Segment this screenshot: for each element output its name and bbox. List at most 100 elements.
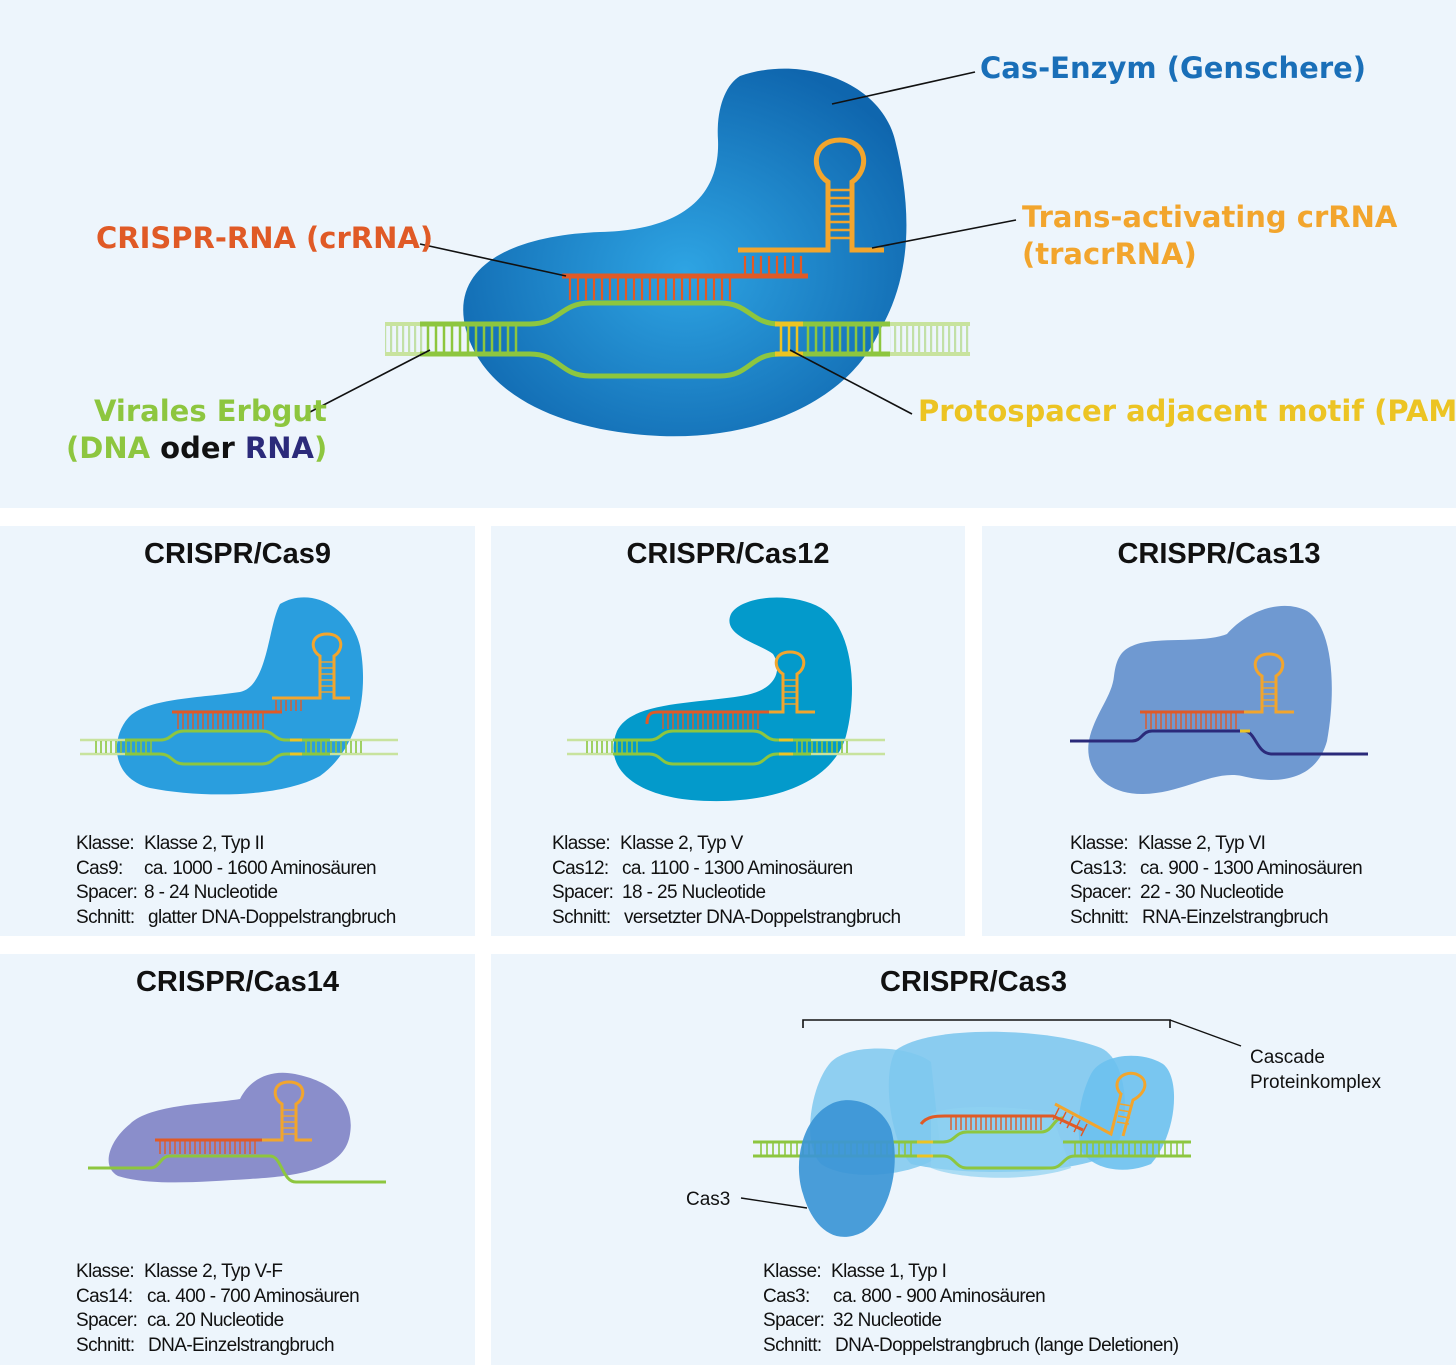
spec-key: Klasse:	[76, 833, 135, 854]
spec-row: Klasse: Klasse 2, Typ VI	[1070, 832, 1362, 857]
cas14-diagram	[88, 1072, 386, 1184]
pam-label: Protospacer adjacent motif (PAM)	[918, 394, 1456, 428]
spec-value: RNA-Einzelstrangbruch	[1142, 906, 1329, 928]
spec-row: Schnitt: versetzter DNA-Doppelstrangbruch	[552, 906, 901, 931]
spec-key: Schnitt:	[552, 906, 611, 928]
spec-value: 18 - 25 Nucleotide	[622, 882, 766, 904]
spec-key: Schnitt:	[1070, 906, 1129, 928]
spec-key: Klasse:	[1070, 833, 1129, 854]
cas3-label: Cas3	[686, 1189, 731, 1210]
viral-paren-close: )	[313, 431, 328, 465]
overview-panel: Cas-Enzym (Genschere) CRISPR-RNA (crRNA)…	[0, 0, 1456, 508]
spec-value: DNA-Doppelstrangbruch (lange Deletionen)	[835, 1334, 1179, 1356]
spec-list: Klasse: Klasse 1, Typ I Cas3: ca. 800 - 90…	[763, 1260, 1179, 1358]
spec-value: Klasse 2, Typ VI	[1138, 833, 1266, 854]
cascade-label-line2: Proteinkomplex	[1250, 1072, 1381, 1093]
spec-row: Schnitt: glatter DNA-Doppelstrangbruch	[76, 906, 396, 931]
spec-list: Klasse: Klasse 2, Typ V Cas12: ca. 1100 - …	[552, 832, 901, 931]
cas9-enzyme-shape	[116, 597, 364, 795]
spec-key: Klasse:	[552, 833, 611, 854]
viral-rna: RNA	[244, 431, 314, 465]
panel-cas13: CRISPR/Cas13 Klasse: Klasse 2, Typ VI Cas…	[982, 526, 1456, 936]
spec-key: Cas12:	[552, 857, 609, 879]
tracrrna-label-line2: (tracrRNA)	[1022, 237, 1197, 271]
panel-title: CRISPR/Cas9	[144, 538, 331, 570]
spec-row: Spacer: 18 - 25 Nucleotide	[552, 881, 900, 906]
spec-row: Cas3: ca. 800 - 900 Aminosäuren	[763, 1285, 1179, 1310]
spec-value: ca. 400 - 700 Aminosäuren	[147, 1285, 360, 1307]
spec-key: Klasse:	[76, 1261, 135, 1282]
spec-value: DNA-Einzelstrangbruch	[148, 1334, 335, 1356]
dna-single-strand	[88, 1154, 386, 1184]
viral-dna: DNA	[79, 431, 151, 465]
panel-cas14: CRISPR/Cas14 Klasse: Klasse 2, Typ V-F Ca…	[0, 954, 475, 1365]
spec-value: 32 Nucleotide	[833, 1310, 942, 1332]
spec-value: Klasse 2, Typ V	[620, 833, 743, 854]
cas3-diagram	[740, 1019, 1242, 1237]
tracrrna-strand	[738, 137, 884, 253]
spec-row: Klasse: Klasse 2, Typ V	[552, 832, 900, 857]
spec-key: Cas3:	[763, 1285, 810, 1307]
panel-title: CRISPR/Cas13	[1117, 538, 1321, 570]
viral-genome-label-line2: (DNA oder RNA)	[66, 430, 327, 467]
spec-row: Schnitt: DNA-Einzelstrangbruch	[76, 1334, 359, 1359]
spec-value: Klasse 1, Typ I	[831, 1261, 947, 1282]
spec-key: Klasse:	[763, 1261, 822, 1282]
spec-key: Cas9:	[76, 857, 123, 879]
spec-row: Spacer:ca. 20 Nucleotide	[76, 1309, 359, 1334]
spec-row: Schnitt: RNA-Einzelstrangbruch	[1070, 906, 1362, 931]
viral-oder: oder	[150, 431, 245, 465]
overview-diagram	[309, 68, 1017, 437]
spec-value: ca. 1000 - 1600 Aminosäuren	[144, 857, 377, 879]
crrna-strand	[562, 256, 808, 300]
cascade-label-line1: Cascade	[1250, 1047, 1325, 1068]
viral-paren-open: (	[66, 431, 80, 465]
spec-row: Spacer:22 - 30 Nucleotide	[1070, 881, 1362, 906]
panel-title: CRISPR/Cas3	[880, 966, 1067, 998]
tracrrna-label-line1: Trans-activating crRNA	[1022, 200, 1398, 234]
spec-row: Cas14: ca. 400 - 700 Aminosäuren	[76, 1285, 360, 1310]
spec-value: Klasse 2, Typ II	[144, 833, 265, 854]
viral-genome-label-line1: Virales Erbgut	[94, 394, 327, 428]
spec-key: Cas13:	[1070, 857, 1127, 879]
cas-enzyme-shape	[463, 68, 907, 437]
spec-list: Klasse: Klasse 2, Typ VI Cas13: ca. 900 - …	[1070, 832, 1363, 931]
cas13-diagram	[1070, 605, 1368, 794]
crrna-label: CRISPR-RNA (crRNA)	[96, 221, 434, 255]
spec-row: Cas12: ca. 1100 - 1300 Aminosäuren	[552, 857, 900, 882]
spec-value: ca. 800 - 900 Aminosäuren	[833, 1285, 1046, 1307]
spec-row: Schnitt: DNA-Doppelstrangbruch (lange Del…	[763, 1334, 1179, 1359]
spec-value: versetzter DNA-Doppelstrangbruch	[624, 906, 901, 928]
spec-value: Klasse 2, Typ V-F	[144, 1261, 283, 1282]
cas12-enzyme-shape	[613, 597, 853, 802]
spec-key: Spacer:	[763, 1310, 825, 1332]
panel-cas12: CRISPR/Cas12 Klasse: Klasse 2, Typ V Cas1…	[491, 526, 965, 936]
spec-key: Schnitt:	[763, 1334, 822, 1356]
spec-row: Spacer: 32 Nucleotide	[763, 1309, 1179, 1334]
spec-row: Klasse: Klasse 2, Typ V-F	[76, 1260, 359, 1285]
spec-value: ca. 900 - 1300 Aminosäuren	[1140, 857, 1363, 879]
panel-title: CRISPR/Cas12	[626, 538, 830, 570]
cas13-enzyme-shape	[1088, 605, 1332, 794]
spec-key: Schnitt:	[76, 906, 135, 928]
rna-strand	[1070, 729, 1368, 756]
cas9-diagram	[80, 597, 398, 795]
cas12-diagram	[567, 597, 885, 802]
cascade-bracket	[802, 1019, 1171, 1028]
spec-row: Klasse: Klasse 1, Typ I	[763, 1260, 1179, 1285]
spec-key: Spacer:	[76, 882, 138, 904]
spec-row: Cas13: ca. 900 - 1300 Aminosäuren	[1070, 857, 1363, 882]
spec-key: Schnitt:	[76, 1334, 135, 1356]
panel-title: CRISPR/Cas14	[135, 966, 340, 998]
spec-value: glatter DNA-Doppelstrangbruch	[148, 906, 396, 928]
spec-list: Klasse: Klasse 2, Typ II Cas9: ca. 1000 - …	[76, 832, 396, 930]
cas-enzyme-label: Cas-Enzym (Genschere)	[980, 51, 1367, 85]
spec-value: ca. 1100 - 1300 Aminosäuren	[622, 857, 853, 879]
spec-key: Cas14:	[76, 1285, 133, 1307]
spec-key: Spacer:	[1070, 882, 1132, 904]
spec-key: Spacer:	[552, 882, 614, 904]
panel-cas3: CRISPR/Cas3	[491, 954, 1456, 1365]
cas3-enzyme-shape	[798, 1100, 895, 1237]
spec-list: Klasse: Klasse 2, Typ V-F Cas14: ca. 400 -…	[76, 1260, 360, 1359]
spec-row: Cas9: ca. 1000 - 1600 Aminosäuren	[76, 857, 396, 882]
